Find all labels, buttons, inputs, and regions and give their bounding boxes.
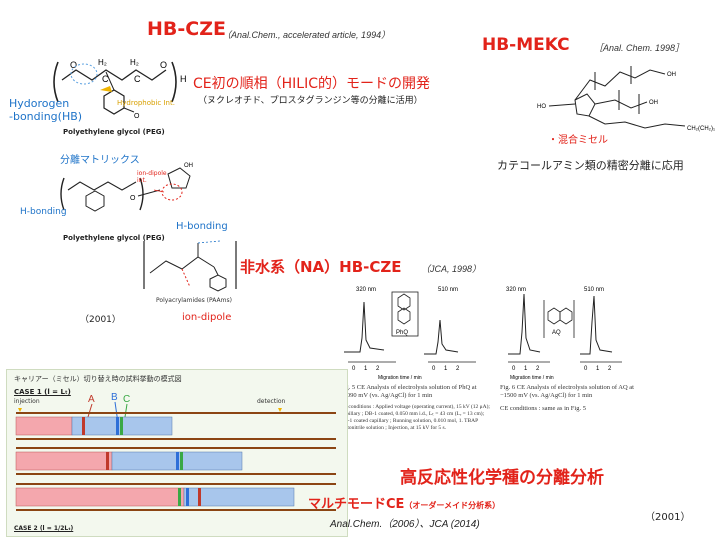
nm-510-b: 510 nm bbox=[584, 287, 604, 293]
hb-label-line1: Hydorogen bbox=[9, 97, 70, 110]
marker-a-label: A bbox=[88, 394, 95, 405]
svg-text:CH₂(CH₂)₁₀CH₃: CH₂(CH₂)₁₀CH₃ bbox=[687, 126, 715, 132]
bottom-year: （2001） bbox=[645, 512, 691, 523]
svg-text:H₂: H₂ bbox=[130, 58, 139, 67]
nacze-citation: （JCA, 1998） bbox=[421, 264, 482, 274]
conditions-b-text: CE conditions : same as in Fig. 5 bbox=[500, 405, 586, 412]
hb-label: Hydorogen -bonding(HB) bbox=[9, 97, 82, 123]
hbcze-title: HB-CZE bbox=[147, 18, 226, 40]
svg-text:H₂: H₂ bbox=[98, 58, 107, 67]
paam-label: Polyacrylamides (PAAms) bbox=[156, 297, 232, 304]
ion-dipole-label: ion-dipole bbox=[182, 312, 232, 323]
axis-label-b: Migration time / min bbox=[510, 375, 554, 381]
conditions-text: CE conditions : Applied voltage (operati… bbox=[340, 404, 490, 431]
svg-text:O: O bbox=[70, 60, 77, 70]
surfactant-structure: OH HO OH CH₂(CH₂)₁₀CH₃ bbox=[537, 66, 715, 132]
mixed-micelle-label: ・混合ミセル bbox=[548, 135, 608, 146]
peg-structure-2: O OH bbox=[60, 163, 193, 212]
peg-structure-1: O H₂ C H₂ C O H O bbox=[53, 58, 187, 120]
detection-label: detection bbox=[257, 398, 286, 405]
nm-320-a: 320 nm bbox=[356, 287, 376, 293]
tick-1-a: 1 bbox=[364, 366, 368, 372]
tick-2-d: 2 bbox=[608, 366, 612, 372]
svg-text:OH: OH bbox=[649, 100, 658, 106]
svg-text:H: H bbox=[180, 74, 187, 84]
carrier-title: キャリアー（ミセル）切り替え時の試料挙動の模式図 bbox=[14, 375, 182, 383]
tick-0-c: 0 bbox=[512, 366, 516, 372]
case1-label: CASE 1 (l = Lₜ) bbox=[14, 388, 71, 396]
hbmekc-title: HB-MEKC bbox=[482, 35, 570, 55]
marker-b-label: B bbox=[111, 392, 118, 403]
tick-0-a: 0 bbox=[352, 366, 356, 372]
multimode-label: マルチモードCE（オーダーメイド分析系） bbox=[308, 493, 500, 512]
hb-label-line2: -bonding(HB) bbox=[9, 110, 83, 123]
ion-dipole-small: ion-dipole int. bbox=[137, 170, 167, 184]
nacze-title: 非水系（NA）HB-CZE bbox=[240, 258, 402, 276]
injection-label: injection bbox=[14, 398, 40, 405]
h-bonding-label-2: H-bonding bbox=[176, 221, 228, 232]
hbmekc-application: カテコールアミン類の精密分離に応用 bbox=[497, 159, 684, 172]
peg-label-2: Polyethylene glycol (PEG) bbox=[63, 234, 165, 242]
matrix-label: 分離マトリックス bbox=[60, 155, 140, 166]
carrier-bands: A B C bbox=[15, 392, 336, 511]
svg-text:O: O bbox=[134, 113, 140, 120]
svg-text:C: C bbox=[134, 74, 141, 84]
svg-text:OH: OH bbox=[667, 72, 676, 78]
phq-label: PhQ bbox=[396, 330, 408, 336]
marker-c-label: C bbox=[123, 394, 130, 405]
paam-structure bbox=[143, 240, 237, 292]
electropherogram-phq: 320 nm 510 nm PhQ 0 1 2 0 1 2 Migration … bbox=[344, 287, 476, 381]
svg-text:OH: OH bbox=[184, 163, 193, 169]
svg-text:O: O bbox=[160, 60, 167, 70]
tick-0-b: 0 bbox=[432, 366, 436, 372]
hbcze-note: （ヌクレオチド、プロスタグランジン等の分離に活用） bbox=[198, 96, 423, 106]
nm-320-b: 320 nm bbox=[506, 287, 526, 293]
svg-text:HO: HO bbox=[537, 104, 546, 110]
hydrophobic-label: Hydrophobic Int. bbox=[117, 99, 175, 107]
electropherogram-aq: 320 nm 510 nm AQ 0 1 2 0 1 2 Migration t… bbox=[506, 287, 622, 381]
multimode-text: マルチモードCE bbox=[308, 497, 405, 512]
tick-2-c: 2 bbox=[536, 366, 540, 372]
hbcze-year: （2001） bbox=[80, 315, 121, 325]
bottom-headline: 高反応性化学種の分離分析 bbox=[400, 468, 604, 488]
tick-1-c: 1 bbox=[524, 366, 528, 372]
peg-label-1: Polyethylene glycol (PEG) bbox=[63, 128, 165, 136]
multimode-note: （オーダーメイド分析系） bbox=[404, 501, 501, 510]
svg-text:O: O bbox=[130, 195, 136, 202]
hbcze-citation: （Anal.Chem., accelerated article, 1994） bbox=[222, 30, 391, 40]
h-bonding-label-1: H-bonding bbox=[20, 207, 67, 217]
bottom-refs: Anal.Chem.（2006）、JCA (2014) bbox=[330, 519, 480, 530]
axis-label-a: Migration time / min bbox=[378, 375, 422, 381]
tick-1-b: 1 bbox=[444, 366, 448, 372]
tick-2-a: 2 bbox=[376, 366, 380, 372]
case2-label: CASE 2 (l = 1/2Lₜ) bbox=[14, 525, 74, 532]
tick-0-d: 0 bbox=[584, 366, 588, 372]
tick-2-b: 2 bbox=[456, 366, 460, 372]
tick-1-d: 1 bbox=[596, 366, 600, 372]
fig5-caption: Fig. 5 CE Analysis of electrolysis solut… bbox=[340, 384, 477, 399]
aq-label: AQ bbox=[552, 330, 561, 336]
nm-510-a: 510 nm bbox=[438, 287, 458, 293]
svg-text:C: C bbox=[102, 74, 109, 84]
hbmekc-citation: ［Anal. Chem. 1998］ bbox=[594, 43, 685, 53]
hbcze-subtitle: CE初の順相（HILIC的）モードの開発 bbox=[193, 76, 430, 92]
fig6-caption: Fig. 6 CE Analysis of electrolysis solut… bbox=[500, 384, 634, 399]
